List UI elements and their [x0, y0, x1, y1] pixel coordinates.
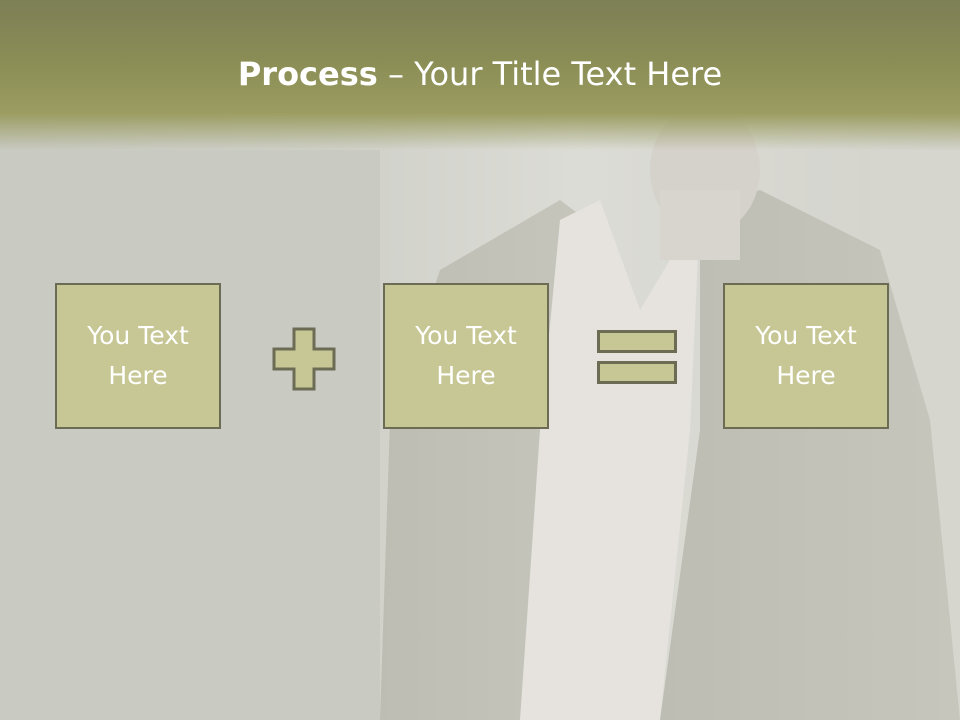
process-box-3[interactable]: You Text Here: [723, 283, 889, 429]
process-box-2-label: You Text Here: [415, 321, 517, 390]
plus-icon: [272, 327, 336, 391]
process-box-3-label: You Text Here: [755, 321, 857, 390]
title-rest: – Your Title Text Here: [377, 55, 723, 93]
slide-title: Process – Your Title Text Here: [0, 52, 960, 96]
header-band: [0, 0, 960, 150]
process-box-1-label: You Text Here: [87, 321, 189, 390]
title-bold: Process: [237, 55, 378, 93]
process-box-1[interactable]: You Text Here: [55, 283, 221, 429]
equals-icon: [597, 330, 677, 384]
process-box-2[interactable]: You Text Here: [383, 283, 549, 429]
